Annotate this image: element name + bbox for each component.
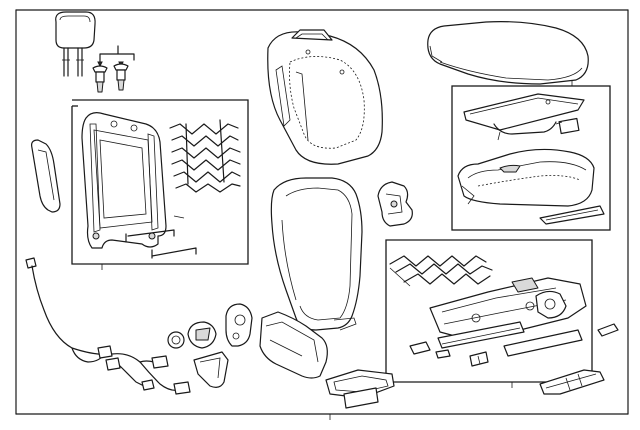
side-shield-part[interactable] xyxy=(193,351,229,388)
storage-tray-part[interactable] xyxy=(325,369,395,409)
adjuster-trim-part[interactable] xyxy=(539,323,619,395)
headrest-part[interactable] xyxy=(55,11,96,77)
seatback-side-trim-part[interactable] xyxy=(31,139,61,213)
seat-cushion-cover-part[interactable] xyxy=(427,21,589,86)
seatback-frame-group[interactable] xyxy=(71,99,249,270)
seat-cushion-pad-group[interactable] xyxy=(451,85,611,231)
seatback-spring-mat-part[interactable] xyxy=(169,119,241,193)
seat-adjuster-group[interactable] xyxy=(385,239,593,388)
seatback-pad-part[interactable] xyxy=(267,29,383,165)
seatback-cover-part[interactable] xyxy=(270,177,363,331)
recliner-handle-part[interactable] xyxy=(187,321,217,349)
recliner-bracket-part[interactable] xyxy=(225,303,253,347)
seatback-bracket-part[interactable] xyxy=(377,181,413,227)
wiring-harness-part[interactable] xyxy=(25,257,191,395)
seat-side-cover-part[interactable] xyxy=(259,311,328,379)
diagram-frame xyxy=(15,9,629,420)
headrest-guide-part[interactable] xyxy=(92,45,135,93)
recliner-knob-part[interactable] xyxy=(167,331,185,349)
